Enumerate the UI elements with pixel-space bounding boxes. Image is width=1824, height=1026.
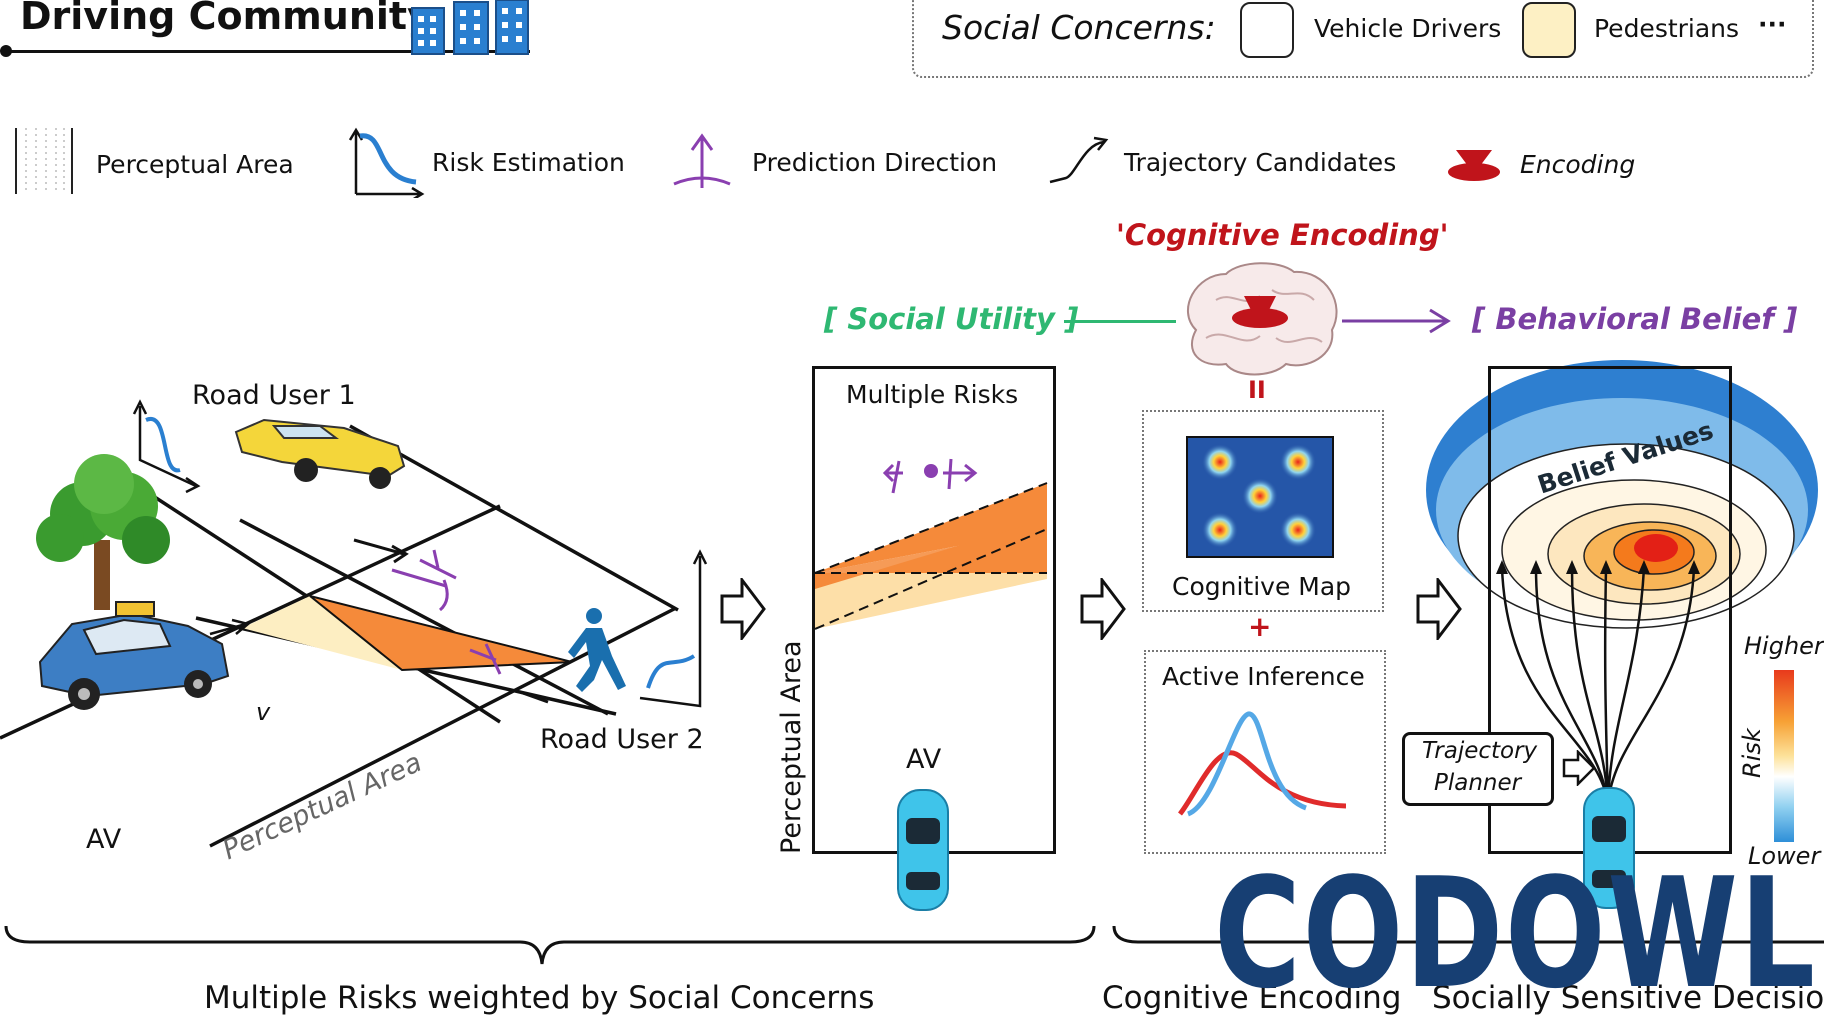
decision-av-car-icon: [1583, 787, 1635, 909]
social-concerns-label: Social Concerns:: [942, 8, 1216, 47]
trajectory-planner-label-1: Trajectory: [1422, 738, 1538, 764]
plus-sign: +: [1248, 610, 1272, 643]
behavioral-belief-arrow: [1342, 308, 1451, 334]
road-scene: [0, 399, 708, 848]
av-label: AV: [86, 824, 122, 855]
pedestrian-icon: [568, 608, 626, 692]
cognitive-map-box: [1142, 410, 1384, 612]
legend-prediction-direction: Prediction Direction: [752, 148, 998, 177]
watermark: CODOWL: [1214, 845, 1817, 1022]
legend-perceptual-area: Perceptual Area: [96, 150, 294, 179]
tree-icon: [36, 454, 170, 610]
active-inference-curves: [1178, 711, 1346, 817]
trajectory-planner-label-2: Planner: [1434, 770, 1522, 796]
bottom-right-label-2: Socially Sensitive Decision: [1432, 980, 1824, 1016]
flow-arrow-1: [720, 578, 766, 640]
trajectory-planner-box: [1402, 732, 1554, 806]
risk-axis-label: Risk: [1738, 728, 1766, 778]
behavioral-belief-label: [ Behavioral Belief ]: [1472, 302, 1798, 336]
city-buildings-icon: [411, 0, 529, 55]
legend-encoding: Encoding: [1520, 150, 1636, 179]
road-user-1-label: Road User 1: [192, 380, 356, 411]
vehicle-drivers-label: Vehicle Drivers: [1314, 14, 1502, 43]
vehicle-drivers-swatch: [1240, 2, 1294, 58]
perceptual-area-axis-label: Perceptual Area: [776, 640, 807, 855]
flow-arrow-2: [1080, 578, 1126, 640]
risk-bands: [815, 458, 1048, 630]
road-user-2-label: Road User 2: [540, 724, 704, 755]
risk-lower-label: Lower: [1748, 842, 1821, 870]
perceptual-area-icon: [15, 128, 73, 194]
flow-arrow-3: [1416, 578, 1462, 640]
page-title: Driving Community: [20, 0, 432, 38]
bottom-right-label-1: Cognitive Encoding: [1102, 980, 1402, 1016]
right-brace: [1112, 925, 1824, 944]
yellow-car-icon: [234, 418, 406, 489]
title-dot: [0, 45, 12, 57]
brain-icon: [1186, 262, 1338, 376]
more-ellipsis: ···: [1758, 10, 1787, 39]
bottom-left-label: Multiple Risks weighted by Social Concer…: [204, 980, 875, 1016]
belief-values-rings: [1426, 360, 1818, 629]
av-car-icon: [38, 601, 230, 710]
panel-av-label: AV: [906, 744, 942, 775]
prediction-direction-icon: [673, 133, 731, 188]
risk-estimation-icon: [348, 127, 425, 198]
social-concerns-panel: [912, 0, 1814, 78]
risk-higher-label: Higher: [1744, 632, 1824, 660]
legend-trajectory-candidates: Trajectory Candidates: [1124, 148, 1397, 177]
cognitive-encoding-title: 'Cognitive Encoding': [1116, 218, 1449, 252]
trajectory-candidates-icon: [1049, 136, 1109, 184]
left-brace: [4, 925, 1096, 965]
encoding-icon: [1448, 150, 1500, 181]
legend-risk-estimation: Risk Estimation: [432, 148, 625, 177]
social-utility-line: [1064, 320, 1176, 323]
trajectory-candidate-lines: [1496, 560, 1700, 804]
active-inference-label: Active Inference: [1162, 662, 1365, 691]
cognitive-map-label: Cognitive Map: [1172, 572, 1352, 601]
title-underline: [6, 50, 530, 53]
active-inference-box: [1144, 650, 1386, 854]
social-utility-label: [ Social Utility ]: [824, 302, 1079, 336]
pedestrians-label: Pedestrians: [1594, 14, 1740, 43]
risk-colorbar: [1774, 670, 1794, 842]
cognitive-map-heatmap: [1186, 436, 1334, 558]
pedestrians-swatch: [1522, 2, 1576, 58]
equals-sign: II: [1248, 376, 1266, 404]
multiple-risks-title: Multiple Risks: [846, 380, 1019, 409]
planner-arrow: [1562, 750, 1596, 786]
av-topdown-car-icon: [897, 789, 949, 911]
velocity-label: v: [256, 698, 271, 726]
